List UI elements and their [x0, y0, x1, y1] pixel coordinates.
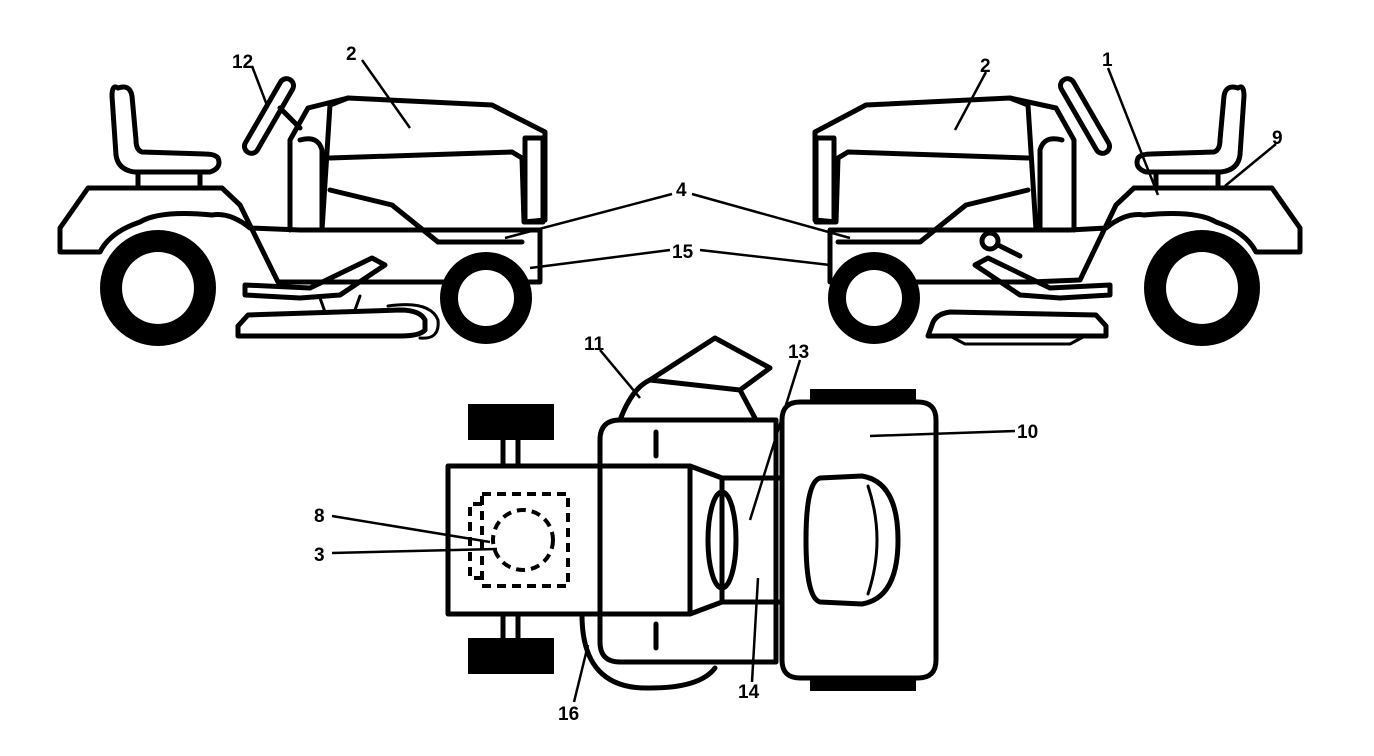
mower-deck-right	[925, 309, 1109, 339]
callout-14: 14	[738, 682, 760, 703]
dash-left	[287, 95, 351, 233]
seat-top	[803, 473, 901, 607]
seat-right	[1134, 84, 1247, 175]
hood-left	[319, 95, 548, 233]
dash-right	[1007, 95, 1077, 233]
lift-lever-knob	[979, 230, 1001, 252]
tractor-top-view	[445, 335, 939, 691]
steering-wheel-top	[705, 489, 739, 591]
front-tire-top	[468, 404, 554, 440]
callout-9: 9	[1272, 128, 1283, 149]
callout-4: 4	[676, 180, 687, 201]
steering-wheel-right	[1058, 76, 1112, 156]
hood-right	[812, 95, 1039, 233]
front-tire-bottom	[468, 638, 554, 674]
seat-left	[109, 84, 222, 175]
callout-10: 10	[1017, 422, 1038, 443]
pedal-right	[972, 255, 1113, 301]
discharge-chute	[617, 335, 773, 423]
tractor-left-side-view	[57, 76, 548, 346]
callout-1: 1	[1102, 50, 1113, 71]
callout-16: 16	[558, 704, 579, 725]
callout-11: 11	[584, 334, 605, 355]
callout-2-left: 2	[346, 44, 357, 65]
callout-12: 12	[232, 52, 253, 73]
callout-2-right: 2	[980, 56, 991, 77]
callout-3: 3	[314, 545, 325, 566]
leader-lines	[250, 59, 1277, 703]
mower-deck-left	[235, 307, 428, 339]
callout-8: 8	[314, 506, 325, 527]
steering-wheel-left	[242, 76, 296, 156]
pedal-left	[242, 255, 388, 301]
callout-labels: 12 2 2 1 9 4 15 11 13 10 8 3 14 16	[232, 44, 1283, 725]
callout-13: 13	[788, 342, 809, 363]
callout-15: 15	[672, 242, 694, 263]
mower-deck-top	[597, 417, 779, 665]
rear-fender-right	[827, 185, 1303, 285]
tractor-right-side-view	[812, 76, 1303, 346]
hood-top	[445, 463, 693, 617]
